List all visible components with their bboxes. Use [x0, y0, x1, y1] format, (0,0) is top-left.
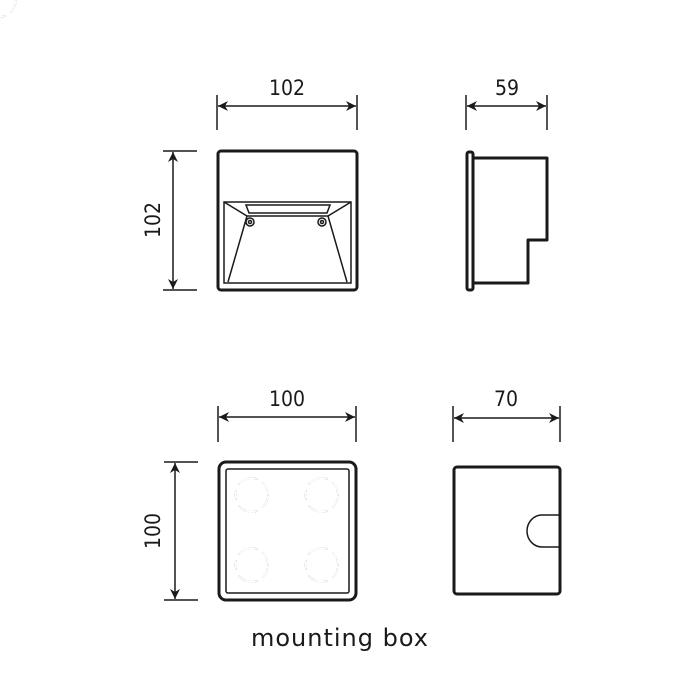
- height-label: 102: [141, 202, 165, 238]
- depth-label: 70: [494, 387, 518, 411]
- width-label: 102: [269, 76, 305, 100]
- knockout-icon: [304, 547, 339, 583]
- knockout-icon: [234, 547, 269, 583]
- knockout-icon: [304, 477, 339, 513]
- height-label: 100: [141, 513, 165, 549]
- luminaire-front-view: 102 102: [141, 76, 359, 292]
- caption: mounting box: [251, 624, 429, 652]
- depth-label: 59: [495, 76, 519, 100]
- mounting-box-side-view: 70: [452, 387, 562, 596]
- mounting-box-front-view: 100 100: [0, 0, 358, 602]
- knockout-icon: [234, 477, 269, 513]
- knockout-icon: [0, 0, 17, 18]
- luminaire-side-view: 59: [465, 76, 549, 292]
- width-label: 100: [269, 387, 305, 411]
